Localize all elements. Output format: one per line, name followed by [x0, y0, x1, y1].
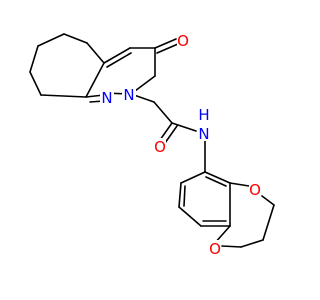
molecule-canvas: O N N O N H O O	[29, 32, 275, 258]
bond	[63, 33, 88, 44]
dioxane-ring	[213, 182, 275, 248]
acetamide-linker	[130, 93, 206, 173]
bond	[85, 62, 105, 98]
bond	[229, 182, 250, 187]
atom-labels: O N N O N H O O	[100, 32, 261, 258]
bond	[164, 125, 178, 144]
dioxane-lower-oxygen-label: O	[209, 240, 221, 258]
bond	[153, 101, 173, 124]
bond	[261, 195, 275, 206]
bond	[205, 176, 227, 187]
ketone-oxygen-label: O	[177, 32, 189, 50]
bond	[29, 71, 42, 96]
molecule-structure: O N N O N H O O	[29, 32, 275, 258]
bond	[159, 122, 173, 141]
bond	[156, 43, 179, 54]
benzene-ring	[178, 171, 231, 227]
bond	[40, 94, 87, 98]
bond	[154, 38, 177, 49]
ketone-group	[154, 38, 179, 54]
bond	[240, 239, 264, 248]
bond	[180, 171, 206, 184]
amide-oxygen-label: O	[154, 138, 166, 156]
bond	[86, 42, 105, 64]
bond	[204, 171, 231, 184]
amide-nitrogen-label: N	[198, 125, 209, 143]
bond	[103, 47, 131, 64]
bond	[29, 45, 39, 73]
pyridazinone-ring	[85, 47, 156, 103]
bond	[183, 185, 186, 207]
bond	[178, 182, 182, 208]
bond	[221, 245, 242, 248]
amide-hydrogen-label: H	[198, 106, 209, 124]
bond	[171, 122, 197, 132]
dioxane-upper-oxygen-label: O	[249, 181, 261, 199]
cycloheptane-ring	[29, 33, 105, 98]
bond	[37, 33, 65, 47]
ring-nitrogen-label: N	[123, 86, 134, 104]
imine-nitrogen-label: N	[101, 89, 112, 107]
bond	[106, 52, 132, 68]
bond	[178, 206, 202, 227]
bond	[262, 204, 275, 241]
